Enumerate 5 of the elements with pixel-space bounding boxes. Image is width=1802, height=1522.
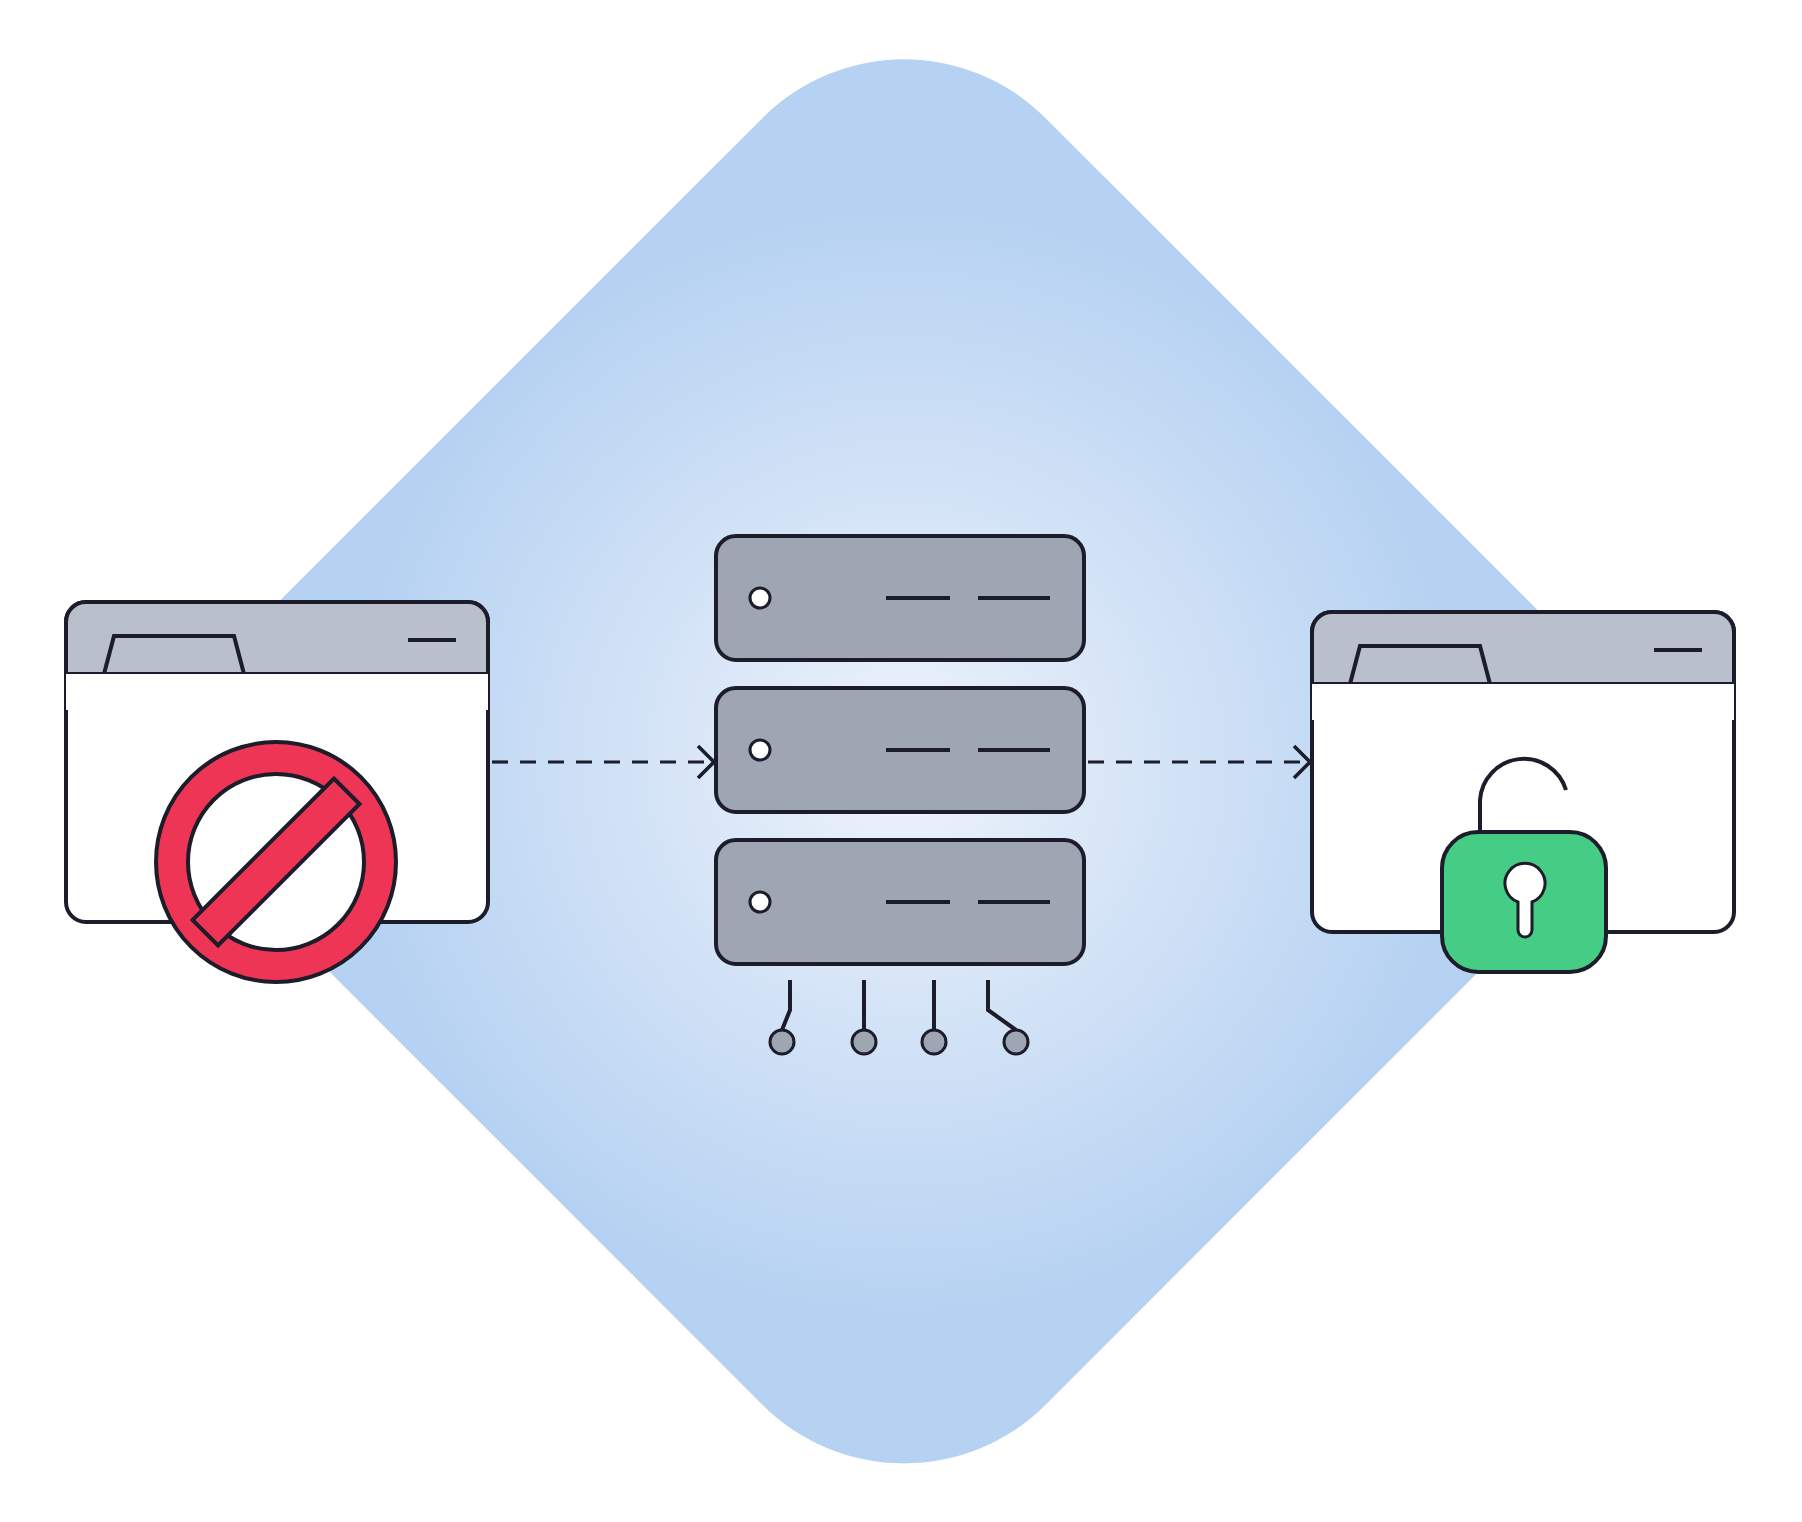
unlocked-folder-drawing [1310,610,1738,978]
arrow [1088,744,1312,780]
server-drawing [714,534,1088,1058]
blocked-folder-drawing [64,600,492,986]
arrow [492,744,716,780]
